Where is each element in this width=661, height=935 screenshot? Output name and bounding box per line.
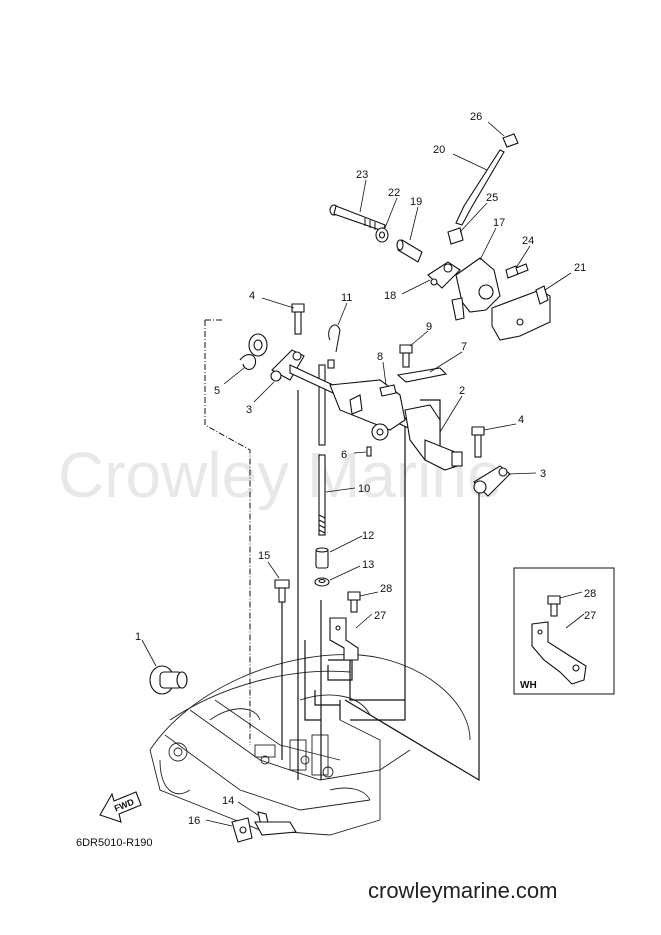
- callout-4-right: 4: [518, 414, 524, 426]
- callout-17: 17: [493, 217, 505, 229]
- callout-25: 25: [486, 192, 498, 204]
- inset-wh: WH: [513, 567, 615, 695]
- callout-18: 18: [384, 290, 396, 302]
- nut-25: [447, 227, 464, 245]
- callout-3-left: 3: [246, 404, 252, 416]
- bolt-28: [347, 591, 361, 613]
- rod-20: [455, 149, 505, 226]
- callout-11: 11: [341, 292, 352, 304]
- bracket-27: [329, 617, 359, 661]
- callout-13: 13: [362, 559, 374, 571]
- callout-22: 22: [388, 187, 400, 199]
- lever-17: [451, 257, 501, 321]
- rod-10: [318, 364, 326, 536]
- inset-label: WH: [520, 680, 537, 691]
- callout-labels: 26 20 23 22 19 25 17 24 21 18 4 11 9 7 8…: [135, 111, 596, 827]
- leader-lines: [141, 121, 585, 827]
- bolt-9: [399, 344, 413, 368]
- pin-6: [366, 446, 372, 457]
- callout-10: 10: [358, 483, 370, 495]
- callout-24: 24: [522, 235, 534, 247]
- engine-base: [149, 654, 471, 836]
- joint-3-left: [270, 349, 305, 382]
- nut-13: [314, 577, 330, 587]
- callout-2: 2: [459, 385, 465, 397]
- callout-12: 12: [362, 530, 374, 542]
- plate-7: [379, 367, 448, 397]
- nut-26: [502, 133, 519, 148]
- collar-19: [396, 239, 423, 263]
- bolt-23: [329, 204, 386, 232]
- callout-23: 23: [356, 169, 368, 181]
- callout-7: 7: [461, 341, 467, 353]
- callout-15: 15: [258, 550, 270, 562]
- callout-28-main: 28: [380, 583, 392, 595]
- callout-28-inset: 28: [584, 588, 596, 600]
- callout-4-upper: 4: [249, 290, 255, 302]
- callout-20: 20: [433, 144, 445, 156]
- callout-6: 6: [341, 449, 347, 461]
- callout-21: 21: [574, 262, 586, 274]
- callout-26: 26: [470, 111, 482, 123]
- bushing-5a: [248, 333, 268, 357]
- clip-11: [327, 324, 341, 369]
- clip-5: [239, 354, 257, 370]
- callout-27-inset: 27: [584, 610, 596, 622]
- callout-8: 8: [377, 351, 383, 363]
- callout-5: 5: [214, 385, 220, 397]
- callout-16: 16: [188, 815, 200, 827]
- callout-19: 19: [410, 196, 422, 208]
- diagram-code: 6DR5010-R190: [76, 837, 152, 849]
- bracket-21: [491, 285, 551, 341]
- callout-27-main: 27: [374, 610, 386, 622]
- bracket-16: [231, 817, 297, 843]
- fwd-arrow: FWD: [99, 791, 142, 823]
- guide-lines: [204, 319, 480, 782]
- footer-url: crowleymarine.com: [368, 878, 558, 903]
- callout-9: 9: [426, 321, 432, 333]
- bolt-15: [274, 579, 290, 603]
- washer-22: [375, 227, 389, 243]
- bolt-4-left: [291, 303, 305, 335]
- callout-3-right: 3: [540, 468, 546, 480]
- bolt-24: [505, 263, 529, 279]
- grommet-1: [149, 665, 188, 695]
- callout-14: 14: [222, 795, 234, 807]
- callout-1: 1: [135, 631, 141, 643]
- lever-18: [427, 261, 461, 289]
- bolt-4-right: [471, 426, 485, 458]
- collar-12: [315, 547, 329, 569]
